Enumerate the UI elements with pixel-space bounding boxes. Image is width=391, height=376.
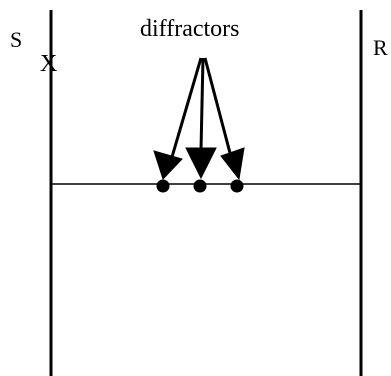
diffractor-point-left (156, 179, 170, 193)
arrow-left-head (153, 150, 183, 180)
diffractor-arrows (153, 57, 245, 181)
diffractor-point-center (193, 179, 207, 193)
receiver-label: R (373, 35, 388, 60)
arrow-center-shaft (199, 57, 205, 151)
source-marker: X (40, 51, 57, 77)
arrow-right-head (220, 147, 245, 181)
arrow-center-head (185, 147, 217, 180)
arrow-right-shaft (203, 57, 232, 154)
arrow-left-shaft (170, 57, 203, 158)
source-label: S (10, 27, 22, 52)
diffractors-label: diffractors (140, 16, 240, 42)
diffractor-point-right (230, 179, 244, 193)
